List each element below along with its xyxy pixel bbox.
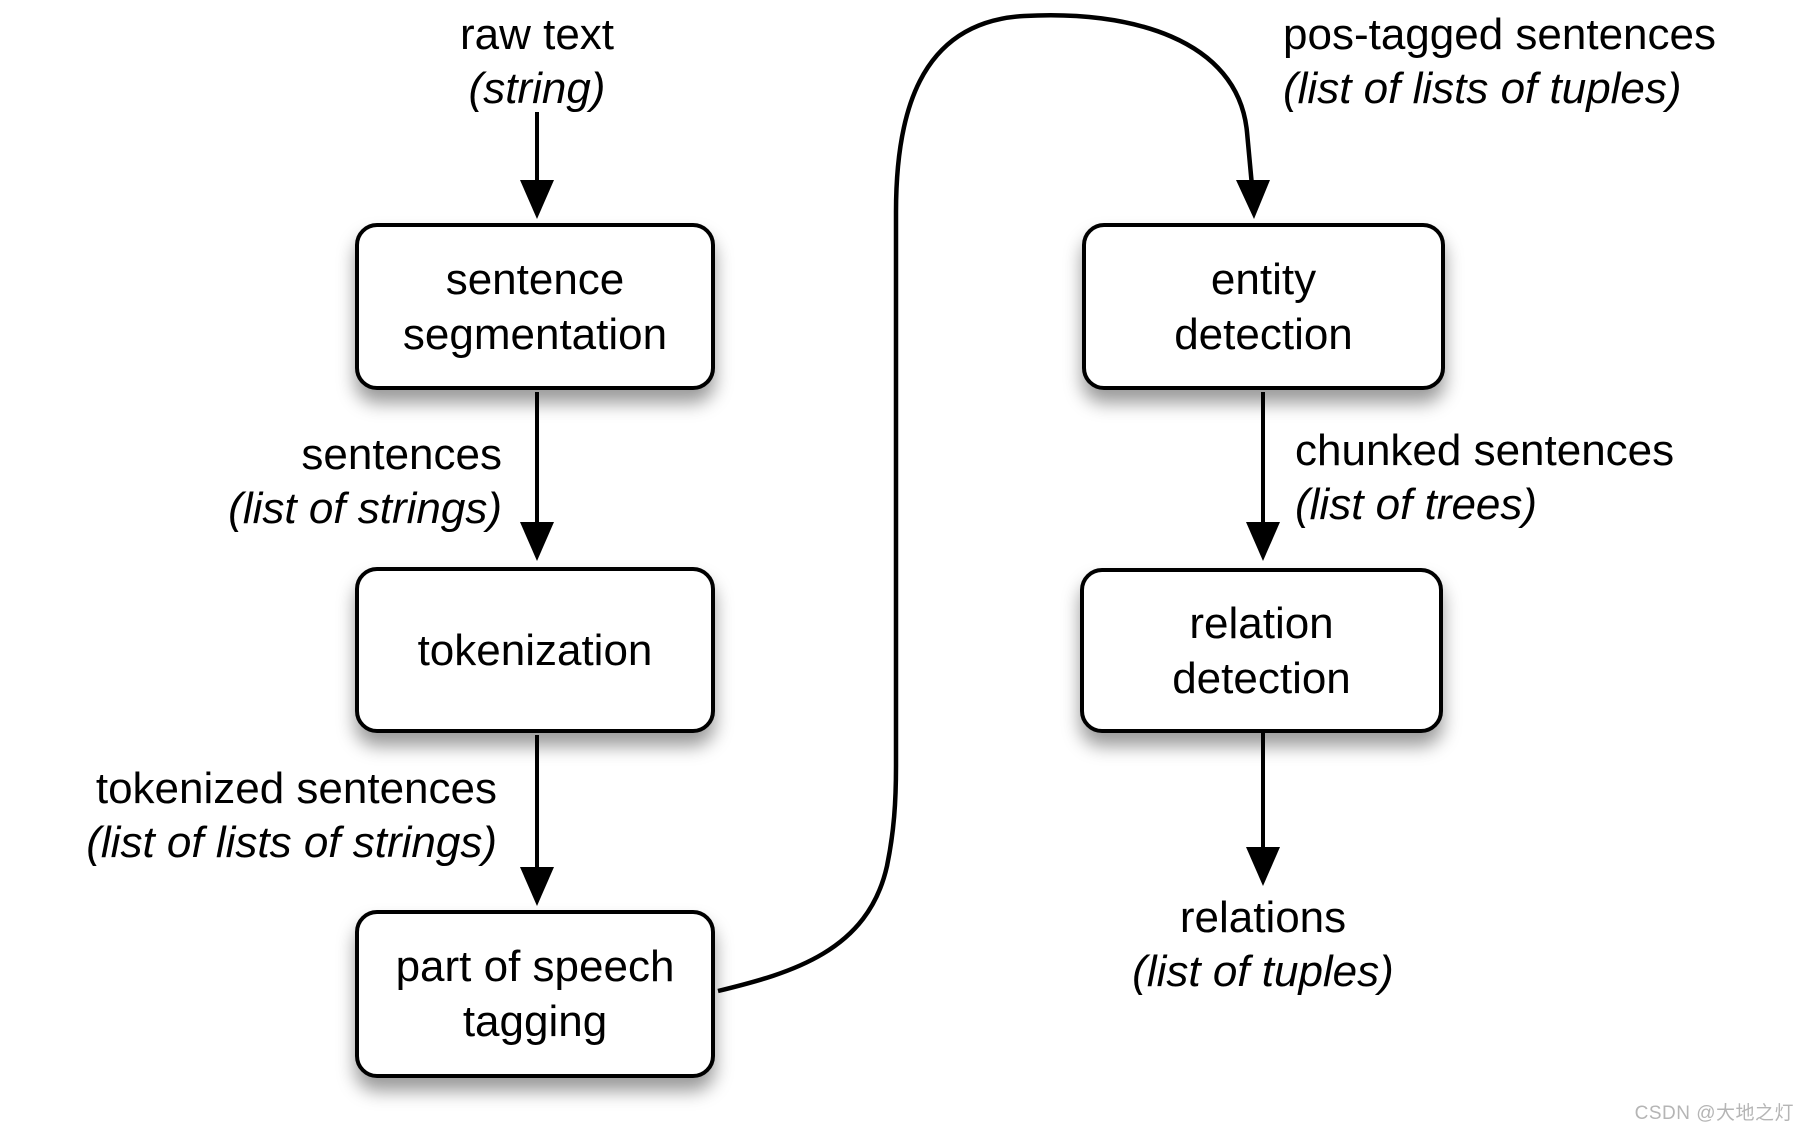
- node-label-line: sentence: [445, 254, 625, 304]
- arrowhead-icon: [1246, 522, 1280, 561]
- node-label-line: part of speech: [395, 942, 675, 991]
- io-label-type: (list of strings): [228, 484, 502, 533]
- edge-postagging-to-entitydetection: [717, 13, 1270, 994]
- node-entity-detection: entity detection: [1082, 223, 1445, 390]
- node-label-line: detection: [1172, 653, 1351, 703]
- csdn-watermark: CSDN @大地之灯: [1634, 1103, 1794, 1124]
- io-label-name: relations: [1179, 893, 1347, 942]
- io-label-type: (string): [468, 64, 606, 113]
- io-label-type: (list of lists of strings): [86, 818, 497, 867]
- edge-relationdetection-to-relations: [1246, 733, 1280, 886]
- node-label-line: relation: [1189, 598, 1334, 648]
- node-tokenization: tokenization: [355, 567, 715, 733]
- node-label-line: tokenization: [417, 625, 653, 675]
- node-sentence-segmentation: sentence segmentation: [355, 223, 715, 390]
- node-label-line: detection: [1174, 309, 1353, 359]
- io-label-type: (list of lists of tuples): [1283, 64, 1682, 113]
- io-label-type: (list of tuples): [1132, 947, 1394, 996]
- arrowhead-icon: [520, 522, 554, 561]
- io-label-relations: relations (list of tuples): [1063, 891, 1463, 999]
- io-label-name: chunked sentences: [1295, 426, 1675, 475]
- node-label-line: tagging: [462, 997, 608, 1046]
- arrowhead-icon: [520, 180, 554, 219]
- arrowhead-icon: [1246, 847, 1280, 886]
- io-label-type: (list of trees): [1295, 480, 1538, 529]
- io-label-name: tokenized sentences: [95, 764, 497, 813]
- io-label-name: pos-tagged sentences: [1283, 10, 1716, 59]
- io-label-name: sentences: [301, 430, 502, 479]
- edge-tokenization-to-postagging: [520, 735, 554, 906]
- edge-curve: [717, 13, 1255, 994]
- arrowhead-icon: [1236, 180, 1270, 219]
- edge-rawtext-to-segmentation: [520, 112, 554, 219]
- node-label-line: entity: [1210, 254, 1317, 304]
- arrowhead-icon: [520, 867, 554, 906]
- node-relation-detection: relation detection: [1080, 568, 1443, 733]
- edge-entitydetection-to-relationdetection: [1246, 392, 1280, 561]
- io-label-sentences: sentences (list of strings): [102, 428, 502, 536]
- node-label-line: segmentation: [402, 309, 668, 359]
- io-label-chunked-sentences: chunked sentences (list of trees): [1295, 424, 1795, 532]
- node-part-of-speech-tagging: part of speech tagging: [355, 910, 715, 1078]
- io-label-raw-text: raw text (string): [287, 8, 787, 116]
- io-label-name: raw text: [459, 10, 615, 59]
- edge-segmentation-to-tokenization: [520, 392, 554, 561]
- io-label-pos-tagged-sentences: pos-tagged sentences (list of lists of t…: [1283, 8, 1803, 116]
- io-label-tokenized-sentences: tokenized sentences (list of lists of st…: [0, 762, 497, 870]
